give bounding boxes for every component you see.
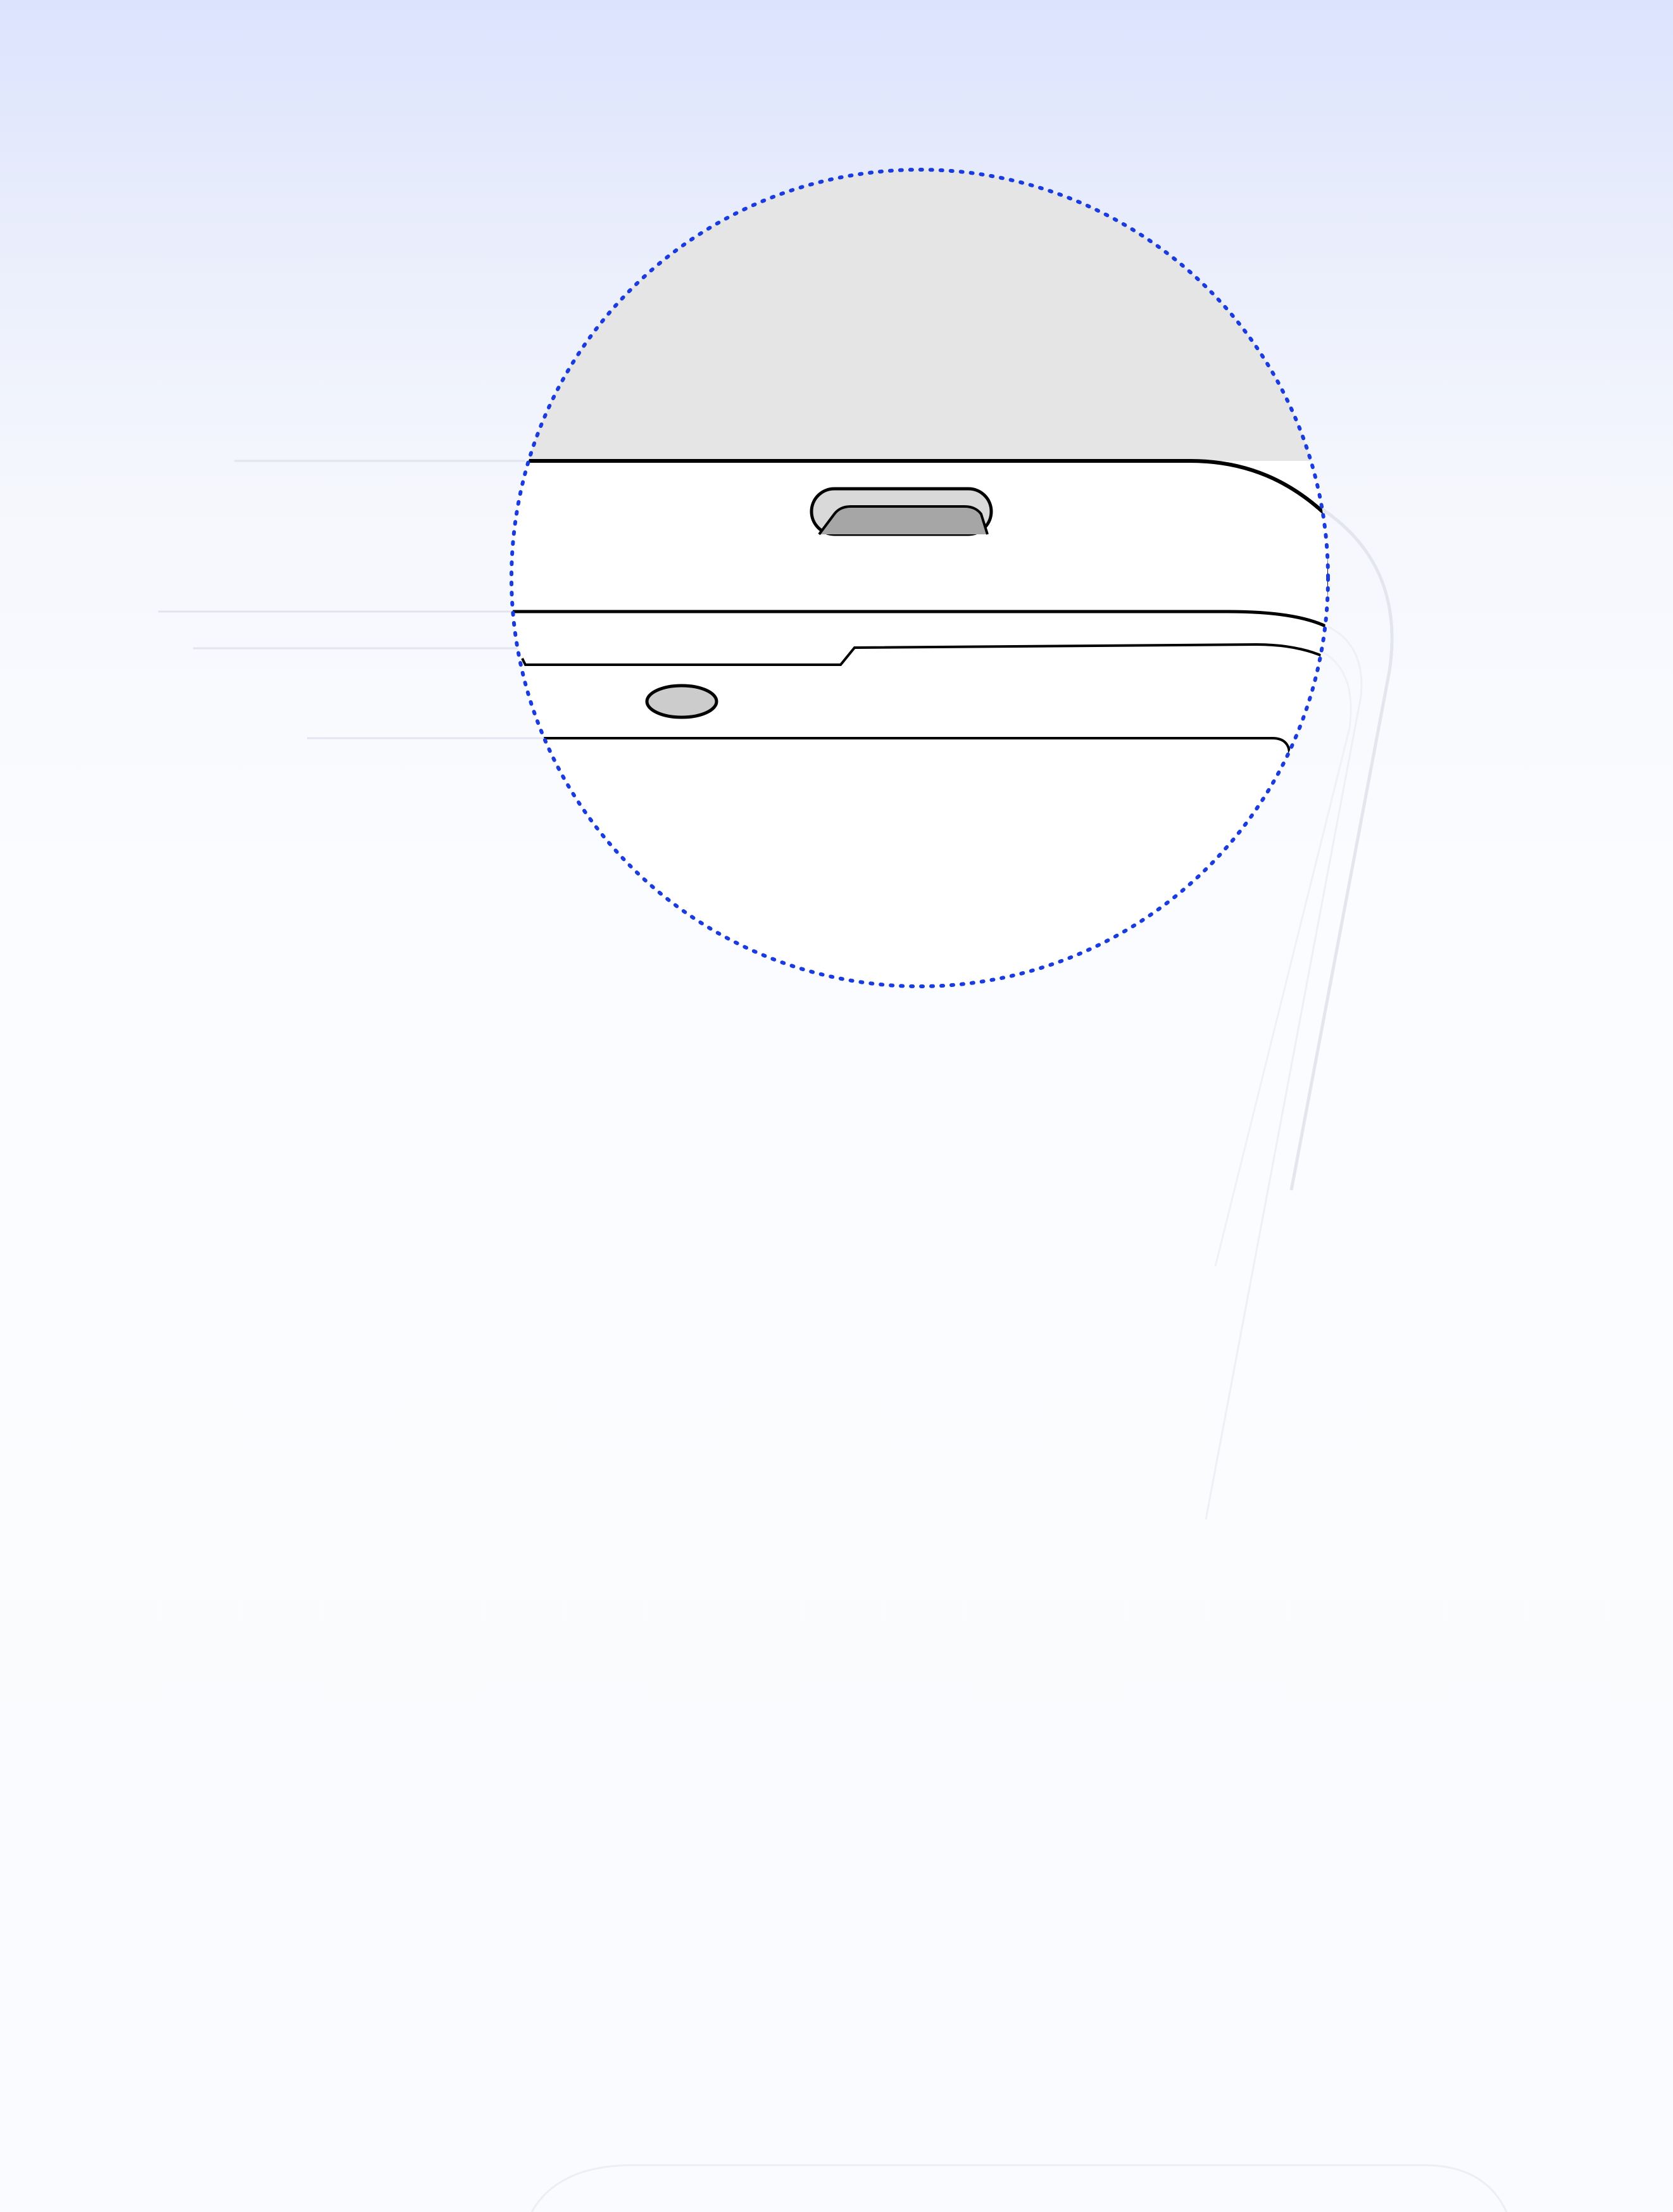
ghost-frame-edge	[1289, 508, 1394, 1191]
ghost-bottom-edge	[530, 2164, 1508, 2212]
backdrop-above-phone	[511, 170, 1328, 461]
speaker-grille	[818, 505, 989, 536]
magnifier-lens	[510, 168, 1330, 988]
ghost-bezel-edge	[1205, 625, 1363, 1520]
phone-ghost-outline	[530, 508, 1508, 2212]
ghost-inner-edge	[1214, 651, 1352, 1267]
frame-seam-line	[513, 610, 1328, 630]
front-sensor-icon	[645, 684, 718, 719]
earpiece-speaker-icon	[810, 487, 993, 536]
faint-guide-lines	[158, 460, 544, 739]
